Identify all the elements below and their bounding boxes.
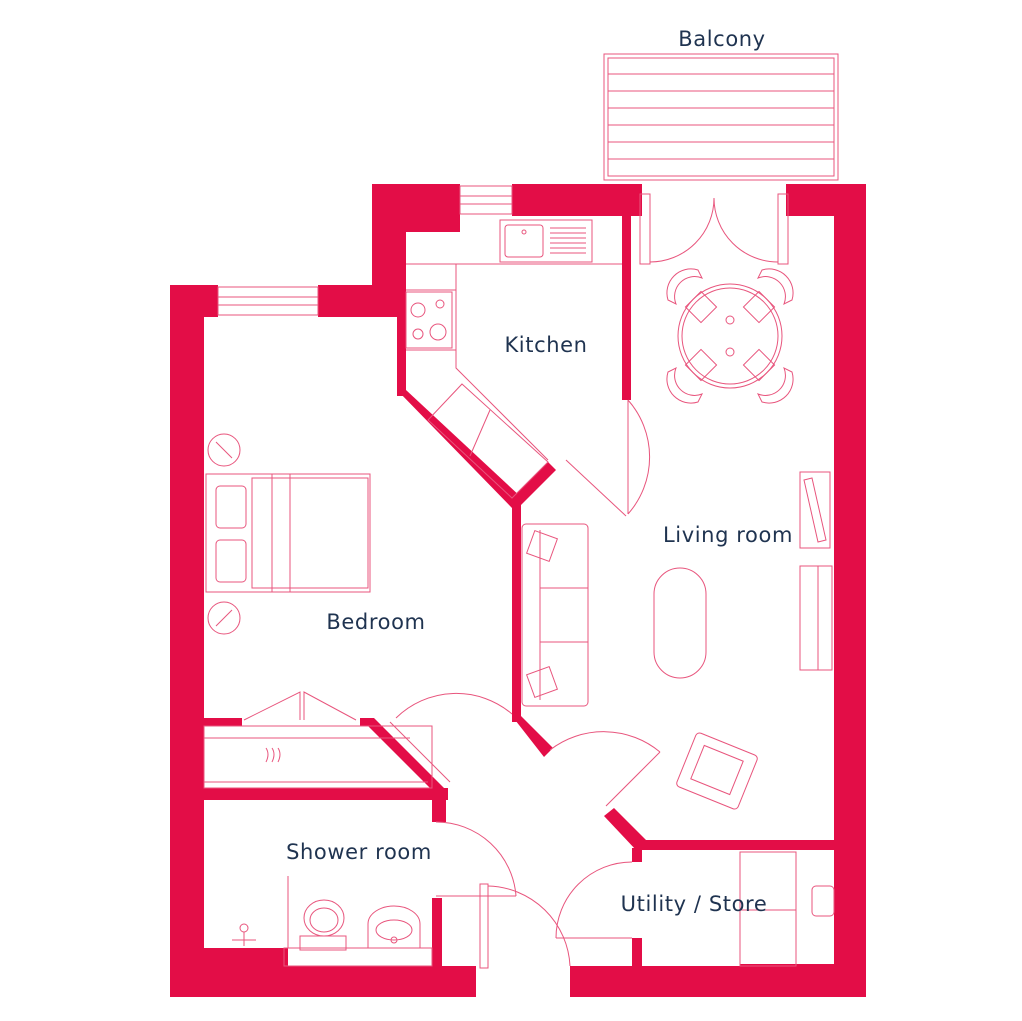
shower-screen-icon [283,876,433,967]
kitchen-fixtures [405,219,622,499]
kitchen-sink-icon [499,219,593,263]
hob-icon [405,291,453,349]
living-room-label: Living room [663,523,793,547]
balcony-area [603,53,839,181]
windows [217,185,513,316]
bedside-lamp-icon [207,433,241,635]
tv-unit-icon [799,471,833,671]
utility-store-label: Utility / Store [621,892,768,916]
washbasin-icon [367,905,421,949]
dining-table-icon [666,268,794,404]
balcony-label: Balcony [678,27,765,51]
armchair-icon [676,732,758,810]
sofa-icon [521,523,589,707]
kitchen-label: Kitchen [504,333,587,357]
toilet-icon [299,899,347,951]
doors [389,193,789,969]
double-bed-icon [205,473,371,593]
walls [170,184,866,997]
shower-head-icon [232,923,256,946]
coffee-table-icon [653,567,707,679]
utility-appliance-icon [739,851,835,967]
wardrobe-icon [203,691,433,789]
shower-room-label: Shower room [286,840,432,864]
bedroom-label: Bedroom [326,610,425,634]
